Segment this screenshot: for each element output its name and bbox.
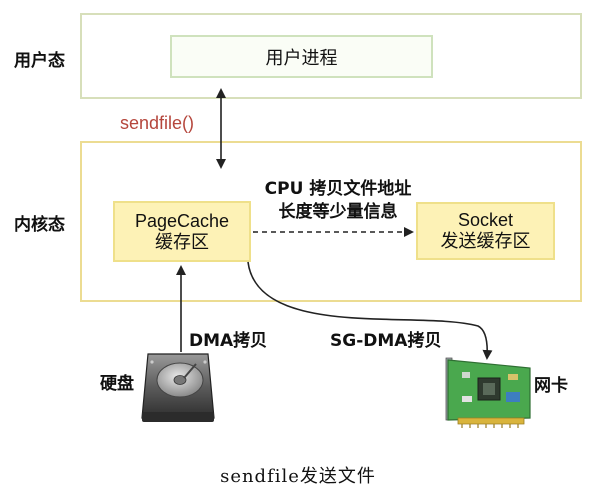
cpu-copy-note: CPU 拷贝文件地址 长度等少量信息 bbox=[230, 178, 446, 224]
figure-caption: sendfile发送文件 bbox=[220, 466, 376, 487]
user-space-label: 用户态 bbox=[14, 51, 65, 71]
nic-label: 网卡 bbox=[534, 376, 568, 396]
socket-buffer-subtitle: 发送缓存区 bbox=[440, 231, 531, 252]
page-cache-title: PageCache bbox=[134, 210, 230, 231]
socket-buffer-box: Socket 发送缓存区 bbox=[416, 202, 555, 260]
user-process-label: 用户进程 bbox=[265, 47, 338, 69]
user-process-box: 用户进程 bbox=[170, 35, 433, 78]
sendfile-syscall-label: sendfile() bbox=[120, 113, 195, 133]
hard-disk-icon bbox=[141, 353, 215, 422]
sg-dma-copy-arrow bbox=[247, 261, 493, 360]
page-cache-subtitle: 缓存区 bbox=[155, 231, 209, 253]
disk-label: 硬盘 bbox=[100, 374, 134, 394]
kernel-space-label: 内核态 bbox=[14, 215, 65, 235]
page-cache-box: PageCache 缓存区 bbox=[113, 201, 251, 262]
dma-copy-label: DMA拷贝 bbox=[189, 331, 268, 351]
cpu-copy-line1: CPU 拷贝文件地址 bbox=[264, 179, 412, 199]
network-card-icon bbox=[445, 357, 531, 428]
cpu-copy-line2: 长度等少量信息 bbox=[278, 202, 398, 222]
sg-dma-copy-label: SG-DMA拷贝 bbox=[330, 331, 442, 351]
socket-buffer-title: Socket bbox=[457, 210, 514, 230]
